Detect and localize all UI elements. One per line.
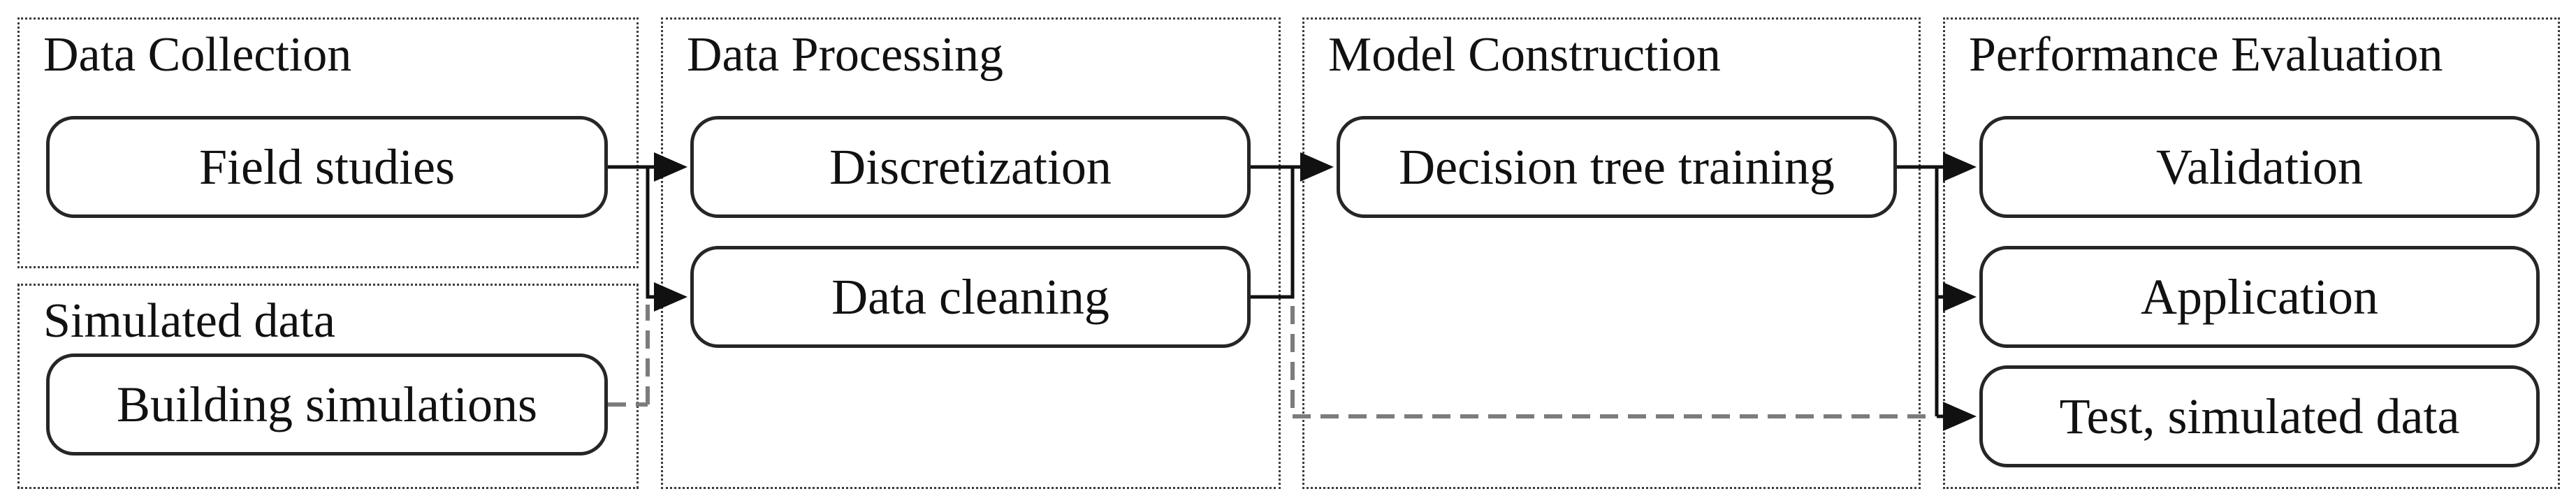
node-label: Application (2141, 268, 2378, 325)
node-label: Validation (2156, 138, 2363, 195)
node-label: Decision tree training (1399, 138, 1835, 195)
section-title: Simulated data (43, 294, 335, 348)
section-performance-evaluation: Performance Evaluation (1943, 17, 2560, 489)
node-data-cleaning: Data cleaning (690, 246, 1251, 348)
node-label: Discretization (829, 138, 1112, 195)
section-title: Performance Evaluation (1969, 28, 2443, 82)
node-label: Building simulations (116, 376, 538, 432)
node-label: Test, simulated data (2059, 388, 2460, 444)
node-test-simulated-data: Test, simulated data (1979, 365, 2540, 467)
node-application: Application (1979, 246, 2540, 348)
section-data-collection: Data Collection (17, 17, 639, 268)
node-building-simulations: Building simulations (46, 353, 608, 455)
node-validation: Validation (1979, 116, 2540, 218)
node-label: Field studies (198, 138, 455, 195)
section-data-processing: Data Processing (661, 17, 1281, 489)
section-title: Model Construction (1328, 28, 1721, 82)
connector-field-studies-to-data-cleaning (646, 167, 656, 299)
section-title: Data Processing (687, 28, 1003, 82)
node-decision-tree-training: Decision tree training (1337, 116, 1897, 218)
node-field-studies: Field studies (46, 116, 608, 218)
node-discretization: Discretization (690, 116, 1251, 218)
section-title: Data Collection (43, 28, 352, 82)
section-simulated-data: Simulated data (17, 284, 639, 489)
section-model-construction: Model Construction (1302, 17, 1921, 489)
node-label: Data cleaning (831, 268, 1109, 325)
